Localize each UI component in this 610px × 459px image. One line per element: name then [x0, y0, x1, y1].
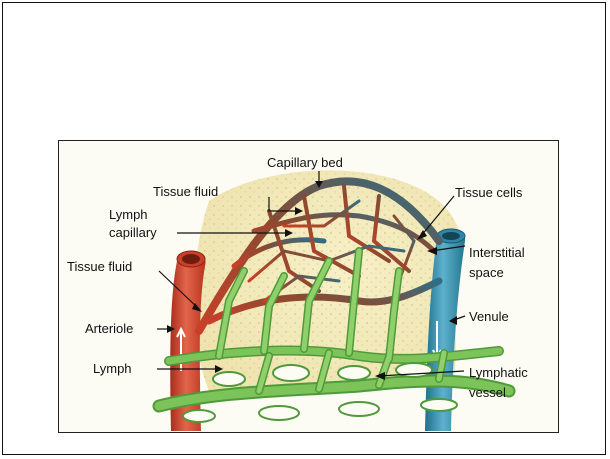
label-lymph-capillary-line2: capillary: [109, 225, 157, 240]
diagram-svg: Capillary bed Tissue fluid Lymph capilla…: [59, 141, 557, 431]
label-lymph-capillary-line1: Lymph: [109, 207, 148, 222]
label-lymphatic-vessel-line2: vessel: [469, 385, 506, 400]
label-tissue-fluid-left: Tissue fluid: [67, 259, 132, 274]
capillary-bed-diagram: Capillary bed Tissue fluid Lymph capilla…: [58, 140, 559, 433]
label-lymph: Lymph: [93, 361, 132, 376]
label-interstitial-space-line1: Interstitial: [469, 245, 525, 260]
label-interstitial-space-line2: space: [469, 265, 504, 280]
label-venule: Venule: [469, 309, 509, 324]
label-tissue-fluid-top: Tissue fluid: [153, 184, 218, 199]
page-frame: Capillary bed Tissue fluid Lymph capilla…: [2, 2, 606, 455]
label-lymphatic-vessel-line1: Lymphatic: [469, 365, 528, 380]
label-arteriole: Arteriole: [85, 321, 133, 336]
label-capillary-bed: Capillary bed: [267, 155, 343, 170]
label-tissue-cells: Tissue cells: [455, 185, 523, 200]
